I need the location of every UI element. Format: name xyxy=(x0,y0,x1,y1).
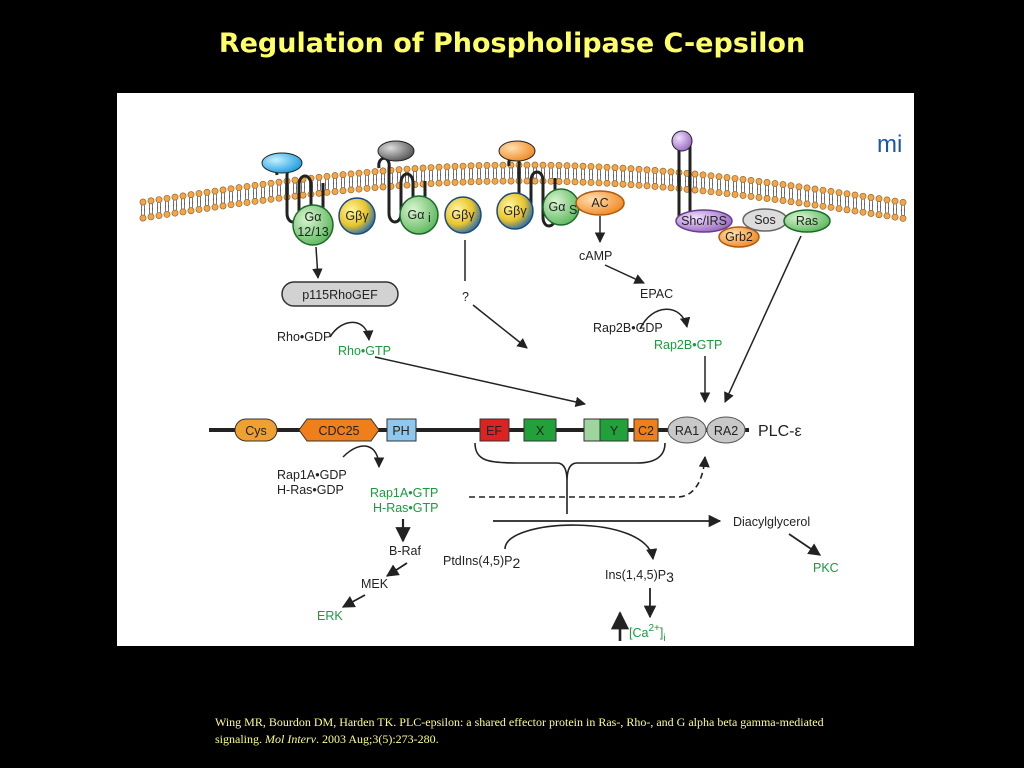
signaling-diagram: Gα 12/13 Gβγ Gα i Gβγ Gβγ Gα S AC Shc/IR… xyxy=(117,93,914,646)
svg-text:Ras: Ras xyxy=(796,214,818,228)
rho-gtp-label: Rho•GTP xyxy=(338,344,391,358)
question-mark: ? xyxy=(462,290,469,304)
rap2b-gtp-label: Rap2B•GTP xyxy=(654,338,722,352)
svg-text:12/13: 12/13 xyxy=(297,225,328,239)
rap1a-gdp-label: Rap1A•GDP xyxy=(277,468,347,482)
svg-text:EF: EF xyxy=(486,424,502,438)
shc-irs: Shc/IRS xyxy=(675,209,733,233)
domain-ra1: RA1 xyxy=(667,416,707,444)
domain-cys: Cys xyxy=(234,418,278,442)
svg-text:X: X xyxy=(536,424,545,438)
svg-text:C2: C2 xyxy=(638,424,654,438)
calcium-label: [Ca2+]i xyxy=(629,623,666,644)
g-protein-galpha1213: Gα 12/13 xyxy=(292,204,334,246)
hras-gtp-label: H-Ras•GTP xyxy=(373,501,439,515)
grb2: Grb2 xyxy=(718,226,760,248)
svg-text:Gα: Gα xyxy=(549,200,566,214)
receptor-ligand-orange xyxy=(498,140,536,162)
svg-text:Y: Y xyxy=(610,424,619,438)
hras-gdp-label: H-Ras•GDP xyxy=(277,483,344,497)
svg-text:Shc/IRS: Shc/IRS xyxy=(681,214,727,228)
g-protein-galphai: Gα i xyxy=(399,195,439,235)
svg-text:p115RhoGEF: p115RhoGEF xyxy=(302,288,378,302)
domain-c2: C2 xyxy=(633,418,659,442)
domain-ef: EF xyxy=(479,418,510,442)
citation: Wing MR, Bourdon DM, Harden TK. PLC-epsi… xyxy=(215,715,824,746)
svg-text:RA1: RA1 xyxy=(675,424,699,438)
camp-label: cAMP xyxy=(579,249,612,263)
rap1a-gtp-label: Rap1A•GTP xyxy=(370,486,438,500)
g-protein-galphas: Gα S xyxy=(542,188,580,226)
mi-logo: mi xyxy=(877,131,902,158)
mek-label: MEK xyxy=(361,577,389,591)
svg-text:Grb2: Grb2 xyxy=(725,230,753,244)
g-protein-gbg-2: Gβγ xyxy=(444,196,482,234)
plc-epsilon-label: PLC-ε xyxy=(758,423,802,440)
svg-text:CDC25: CDC25 xyxy=(319,424,360,438)
svg-text:Gα: Gα xyxy=(305,210,322,224)
g-protein-gbg-3: Gβγ xyxy=(496,192,534,230)
domain-y: Y xyxy=(583,418,629,442)
pkc-label: PKC xyxy=(813,561,839,575)
svg-text:Cys: Cys xyxy=(245,424,267,438)
sos: Sos xyxy=(742,208,788,232)
svg-text:PH: PH xyxy=(392,424,409,438)
svg-text:AC: AC xyxy=(591,196,608,210)
svg-text:Gβγ: Gβγ xyxy=(345,209,369,223)
page-title: Regulation of Phospholipase C-epsilon xyxy=(218,28,806,59)
svg-text:RA2: RA2 xyxy=(714,424,738,438)
receptor-ligand-purple xyxy=(671,130,693,152)
rho-gdp-label: Rho•GDP xyxy=(277,330,331,344)
p115rhogef: p115RhoGEF xyxy=(281,281,399,307)
g-protein-gbg-1: Gβγ xyxy=(338,197,376,235)
svg-text:Gα: Gα xyxy=(408,208,425,222)
adenylyl-cyclase: AC xyxy=(575,190,625,216)
epac-label: EPAC xyxy=(640,287,673,301)
braf-label: B-Raf xyxy=(389,544,421,558)
ras: Ras xyxy=(783,209,831,233)
svg-text:Sos: Sos xyxy=(754,213,776,227)
svg-text:Gβγ: Gβγ xyxy=(503,204,527,218)
receptor-ligand-grey xyxy=(377,140,415,162)
domain-ph: PH xyxy=(386,418,417,442)
pip2-label: PtdIns(4,5)P2 xyxy=(443,554,520,571)
rap2b-gdp-label: Rap2B•GDP xyxy=(593,321,663,335)
ip3-label: Ins(1,4,5)P3 xyxy=(605,568,674,585)
dag-label: Diacylglycerol xyxy=(733,515,810,529)
domain-cdc25: CDC25 xyxy=(298,418,380,442)
domain-x: X xyxy=(523,418,557,442)
cell-membrane xyxy=(139,161,907,222)
erk-label: ERK xyxy=(317,609,343,623)
svg-text:Gβγ: Gβγ xyxy=(451,208,475,222)
svg-text:S: S xyxy=(569,203,577,217)
svg-text:i: i xyxy=(428,211,431,225)
domain-ra2: RA2 xyxy=(706,416,746,444)
receptor-ligand-blue xyxy=(261,152,303,174)
